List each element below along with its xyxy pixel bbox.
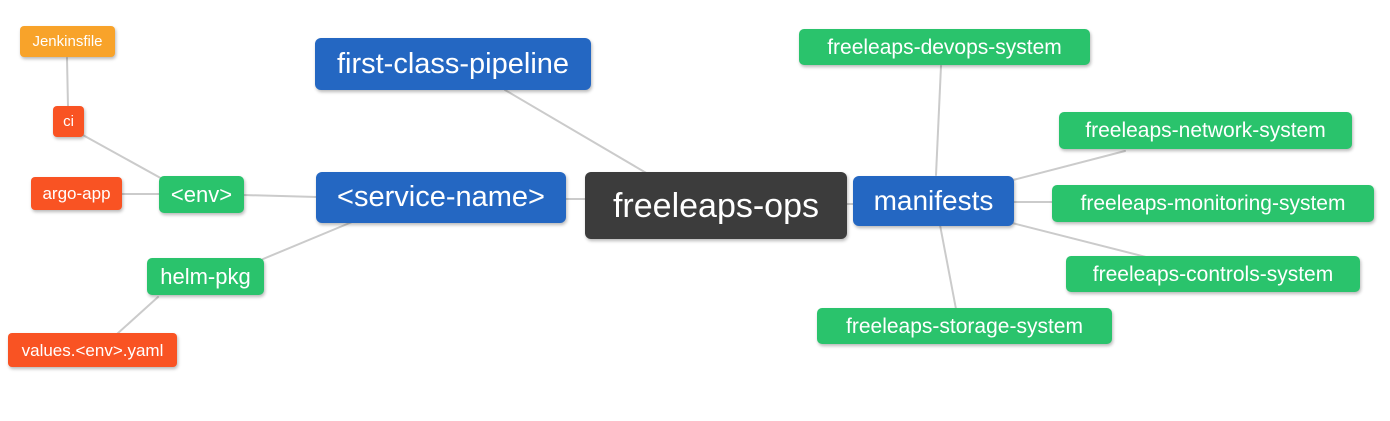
node-freeleaps-network-system[interactable]: freeleaps-network-system (1059, 112, 1352, 149)
edge-helm-pkg-service-name (262, 221, 353, 260)
node-helm-pkg[interactable]: helm-pkg (147, 258, 264, 295)
edge-pipeline-ops (504, 89, 649, 175)
node-ci[interactable]: ci (53, 106, 84, 137)
edge-values-helm-pkg (116, 296, 159, 335)
node-manifests[interactable]: manifests (853, 176, 1014, 226)
edge-env-service-name (242, 194, 318, 198)
edge-manifests-controls (1011, 222, 1151, 259)
edge-jenkinsfile-ci (66, 57, 69, 108)
edge-manifests-network (1012, 150, 1126, 181)
node-freeleaps-devops-system[interactable]: freeleaps-devops-system (799, 29, 1090, 65)
edge-manifests-storage (939, 224, 957, 310)
node-values-env-yaml[interactable]: values.<env>.yaml (8, 333, 177, 367)
node-freeleaps-monitoring-system[interactable]: freeleaps-monitoring-system (1052, 185, 1374, 222)
node-freeleaps-ops-root[interactable]: freeleaps-ops (585, 172, 847, 239)
edge-manifests-devops (935, 65, 942, 176)
node-freeleaps-storage-system[interactable]: freeleaps-storage-system (817, 308, 1112, 344)
node-service-name[interactable]: <service-name> (316, 172, 566, 223)
node-jenkinsfile[interactable]: Jenkinsfile (20, 26, 115, 57)
node-env[interactable]: <env> (159, 176, 244, 213)
node-argo-app[interactable]: argo-app (31, 177, 122, 210)
edge-ci-env (80, 133, 167, 182)
node-freeleaps-controls-system[interactable]: freeleaps-controls-system (1066, 256, 1360, 292)
node-first-class-pipeline[interactable]: first-class-pipeline (315, 38, 591, 90)
